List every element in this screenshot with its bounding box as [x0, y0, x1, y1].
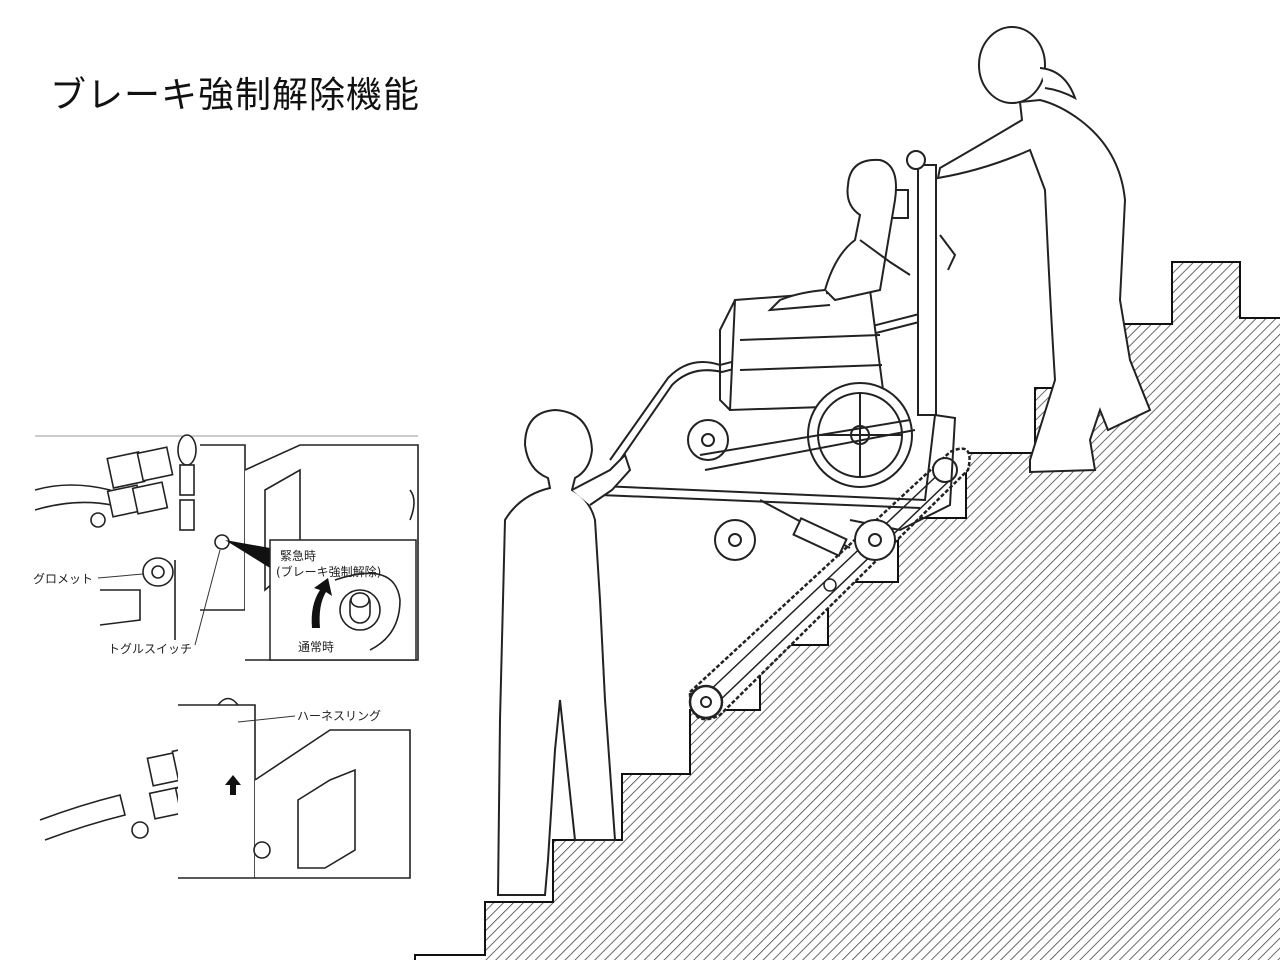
harness-ring-label: ハーネスリング	[297, 709, 381, 723]
bottom-operator	[496, 408, 632, 896]
normal-label: 通常時	[298, 640, 334, 654]
detail-panel-harness-ring: ハーネスリング	[39, 697, 411, 879]
toggle-switch-label: トグルスイッチ	[108, 642, 192, 656]
stair-hatching	[485, 262, 1280, 960]
emergency-label: 緊急時	[280, 548, 316, 563]
page-title: ブレーキ強制解除機能	[50, 75, 421, 116]
wheelchair-carrier	[599, 150, 957, 561]
brake-release-label: (ブレーキ強制解除)	[276, 564, 381, 579]
toggle-switch-icon	[214, 534, 230, 550]
grommet-label: グロメット	[33, 572, 93, 586]
crawler-track	[688, 447, 971, 721]
seated-passenger	[767, 158, 911, 312]
arrow-up-icon	[225, 775, 241, 795]
arrow-up-icon	[311, 578, 332, 628]
detail-panel-toggle-switch: グロメット トグルスイッチ 緊急時 (ブレーキ強制解除) 通常時	[33, 434, 419, 661]
top-operator	[936, 26, 1152, 474]
